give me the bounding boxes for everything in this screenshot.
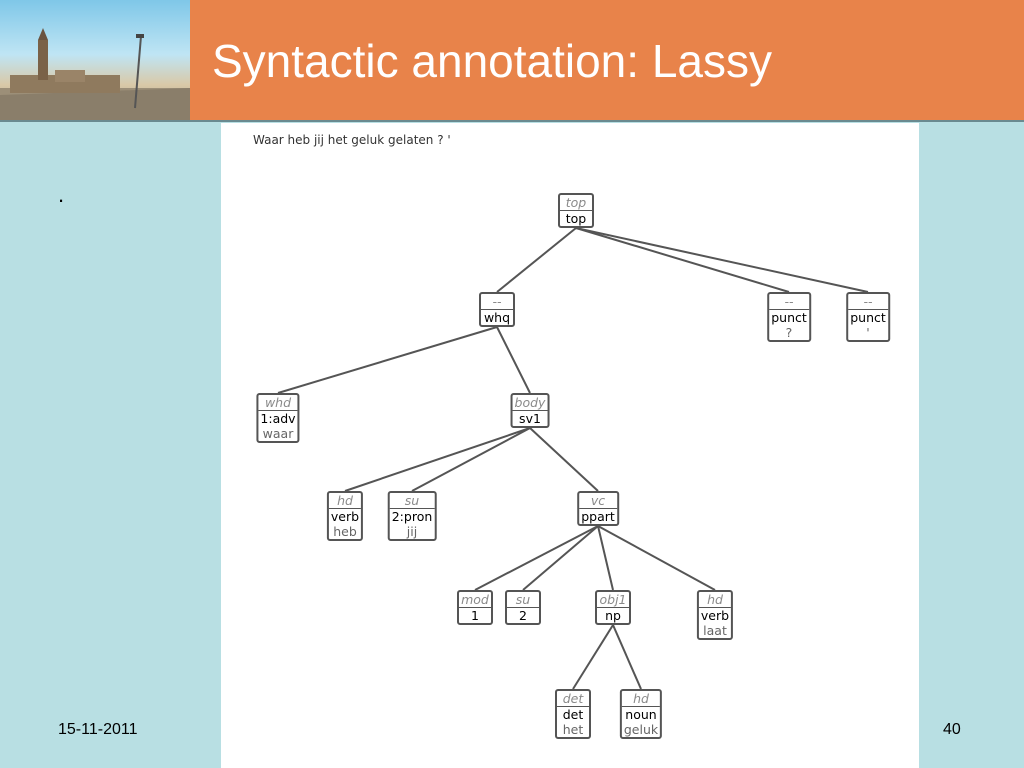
node-cat: punct	[850, 310, 886, 325]
tree-edge-vc-obj1	[597, 525, 614, 591]
node-cat: punct	[771, 310, 807, 325]
tree-edge-body-hd1	[344, 427, 531, 492]
node-cat: np	[605, 608, 621, 623]
node-word: heb	[333, 524, 357, 539]
city-square-photo-icon	[0, 28, 190, 121]
node-cat: 2:pron	[391, 509, 433, 524]
node-rel: su	[507, 592, 539, 608]
node-rel: --	[848, 294, 888, 310]
slide-title: Syntactic annotation: Lassy	[212, 35, 772, 87]
node-rel: hd	[621, 691, 661, 707]
node-cat: whq	[483, 310, 511, 325]
node-cat: top	[565, 211, 587, 226]
node-cat: verb	[700, 608, 730, 623]
node-rel: --	[769, 294, 809, 310]
node-rel: obj1	[597, 592, 629, 608]
node-rel: det	[557, 691, 589, 707]
header-bar: Syntactic annotation: Lassy	[190, 0, 1024, 121]
tree-edge-top-whq	[496, 227, 577, 293]
node-word: geluk	[623, 722, 659, 737]
tree-edge-body-su1	[411, 427, 531, 492]
tree-edge-whq-whd	[277, 326, 498, 394]
node-cat: noun	[625, 707, 657, 722]
node-rel: --	[481, 294, 513, 310]
node-rel: body	[512, 395, 548, 411]
node-word: het	[562, 722, 584, 737]
bullet-point: .	[58, 182, 65, 207]
node-rel: hd	[698, 592, 732, 608]
node-rel: whd	[258, 395, 298, 411]
tree-node-whq: --whq	[479, 292, 515, 327]
header-photo	[0, 0, 190, 121]
node-cat: ppart	[581, 509, 615, 524]
node-rel: vc	[579, 493, 617, 509]
tree-node-p1: --punct?	[767, 292, 811, 342]
node-rel: hd	[328, 493, 362, 509]
node-cat: det	[562, 707, 584, 722]
node-cat: verb	[330, 509, 360, 524]
tree-edge-vc-mod	[474, 525, 599, 591]
footer-page-number: 40	[943, 721, 961, 738]
node-rel: top	[560, 195, 592, 211]
tree-edge-body-vc	[529, 427, 599, 492]
tree-edge-vc-su2	[522, 525, 599, 591]
tree-node-p2: --punct'	[846, 292, 890, 342]
node-word: '	[866, 325, 870, 340]
node-word: waar	[262, 426, 294, 441]
tree-edge-top-p2	[575, 227, 869, 293]
tree-sentence: Waar heb jij het geluk gelaten ? '	[253, 133, 451, 147]
tree-edge-obj1-hd3	[612, 624, 642, 690]
tree-edges	[277, 227, 869, 690]
node-cat: 1	[471, 608, 479, 623]
node-word: ?	[785, 325, 793, 340]
footer-date: 15-11-2011	[58, 721, 138, 738]
node-word: laat	[703, 623, 727, 638]
tree-edge-vc-hd2	[597, 525, 716, 591]
node-rel: mod	[459, 592, 491, 608]
header-divider	[0, 120, 1024, 122]
tree-edge-obj1-det	[572, 624, 614, 690]
node-cat: 1:adv	[260, 411, 296, 426]
tree-edge-top-p1	[575, 227, 790, 293]
node-rel: su	[389, 493, 435, 509]
node-cat: 2	[519, 608, 527, 623]
node-cat: sv1	[519, 411, 541, 426]
tree-edge-whq-body	[496, 326, 531, 394]
node-word: jij	[406, 524, 418, 539]
